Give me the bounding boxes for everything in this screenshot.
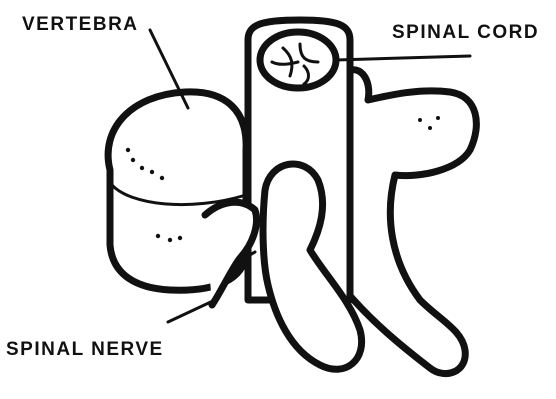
vertebra-label: VERTEBRA <box>22 14 139 35</box>
spinal-nerve-leader-line <box>168 300 215 322</box>
spinal-nerve-label: SPINAL NERVE <box>6 339 164 360</box>
spinal-cord-section <box>260 32 336 88</box>
spinal-cord-leader-line <box>336 56 470 60</box>
spinal-cord-label: SPINAL CORD <box>392 22 539 43</box>
